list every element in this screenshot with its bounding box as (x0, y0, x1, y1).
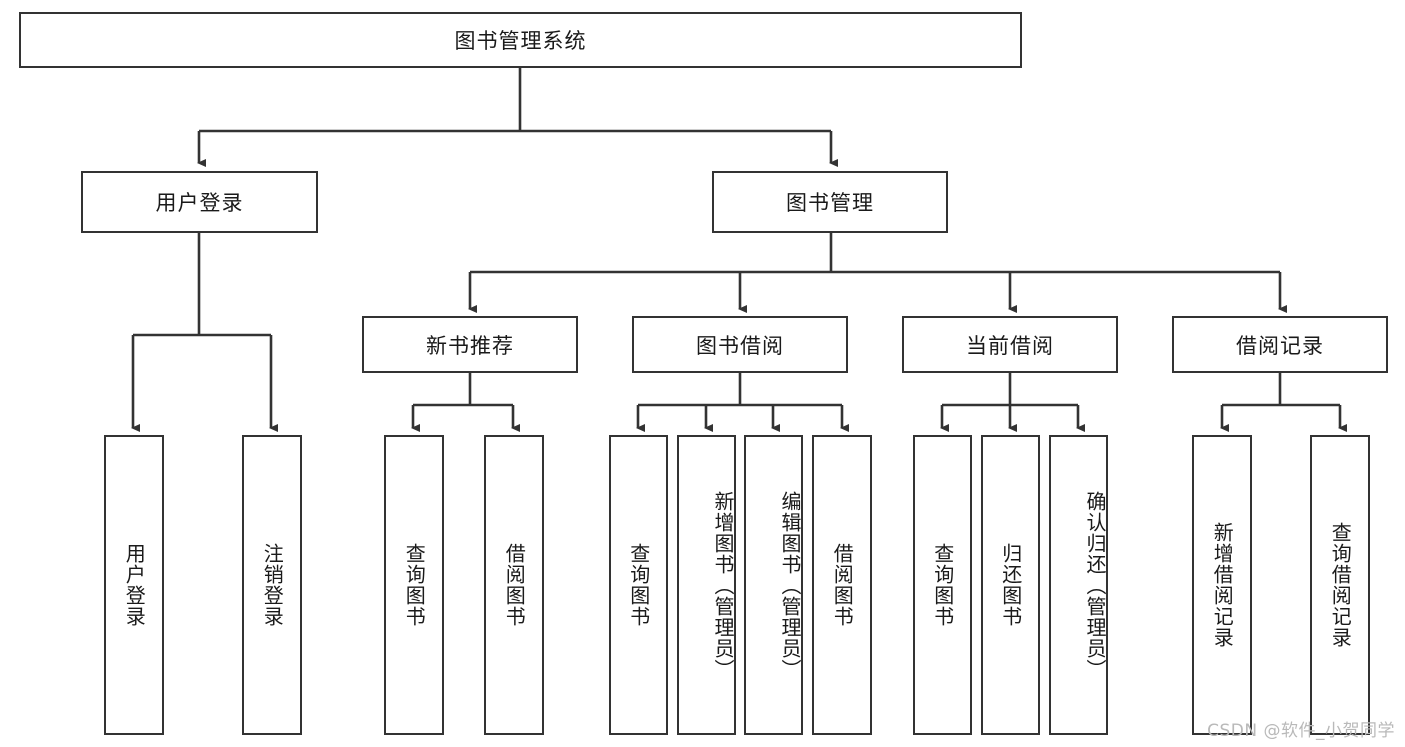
node-label: 新书推荐 (426, 333, 514, 358)
leaf-add-borrow-record[interactable]: 新增借阅记录 (1192, 435, 1252, 735)
node-label: 当前借阅 (966, 333, 1054, 358)
node-label: 图书管理系统 (454, 29, 587, 53)
node-borrow-record[interactable]: 借阅记录 (1172, 316, 1388, 373)
node-label: 用户登录 (155, 191, 244, 215)
node-label: 查询图书 (930, 543, 955, 627)
node-label: 用户登录 (122, 543, 147, 627)
node-label: 归还图书 (998, 543, 1023, 627)
node-label: 注销登录 (260, 543, 285, 627)
node-label: 借阅图书 (502, 543, 527, 627)
node-user-login[interactable]: 用户登录 (81, 171, 318, 233)
leaf-edit-book-admin[interactable]: 编辑图书（管理员） (744, 435, 803, 735)
node-new-book-recommend[interactable]: 新书推荐 (362, 316, 578, 373)
leaf-user-login[interactable]: 用户登录 (104, 435, 164, 735)
node-label: 图书管理 (786, 191, 874, 215)
leaf-query-book-borrow[interactable]: 查询图书 (609, 435, 668, 735)
node-label: 查询图书 (402, 543, 427, 627)
node-label: 借阅记录 (1236, 333, 1324, 358)
node-label: 确认归还（管理员） (1083, 490, 1107, 680)
watermark-text: CSDN @软件_小贺同学 (1207, 721, 1395, 741)
leaf-query-book-recommend[interactable]: 查询图书 (384, 435, 444, 735)
leaf-query-book-current[interactable]: 查询图书 (913, 435, 972, 735)
leaf-add-book-admin[interactable]: 新增图书（管理员） (677, 435, 736, 735)
node-label: 查询借阅记录 (1328, 522, 1353, 648)
node-book-management[interactable]: 图书管理 (712, 171, 948, 233)
leaf-return-book[interactable]: 归还图书 (981, 435, 1040, 735)
node-label: 查询图书 (626, 543, 651, 627)
node-label: 图书借阅 (696, 333, 784, 358)
leaf-user-logout[interactable]: 注销登录 (242, 435, 302, 735)
node-label: 借阅图书 (830, 543, 855, 627)
leaf-borrow-book[interactable]: 借阅图书 (812, 435, 872, 735)
node-current-borrow[interactable]: 当前借阅 (902, 316, 1118, 373)
node-label: 新增借阅记录 (1210, 522, 1235, 648)
node-label: 编辑图书（管理员） (778, 490, 802, 680)
leaf-borrow-book-recommend[interactable]: 借阅图书 (484, 435, 544, 735)
node-root-system[interactable]: 图书管理系统 (19, 12, 1022, 68)
node-label: 新增图书（管理员） (711, 490, 735, 680)
leaf-query-borrow-record[interactable]: 查询借阅记录 (1310, 435, 1370, 735)
node-book-borrow[interactable]: 图书借阅 (632, 316, 848, 373)
leaf-confirm-return-admin[interactable]: 确认归还（管理员） (1049, 435, 1108, 735)
